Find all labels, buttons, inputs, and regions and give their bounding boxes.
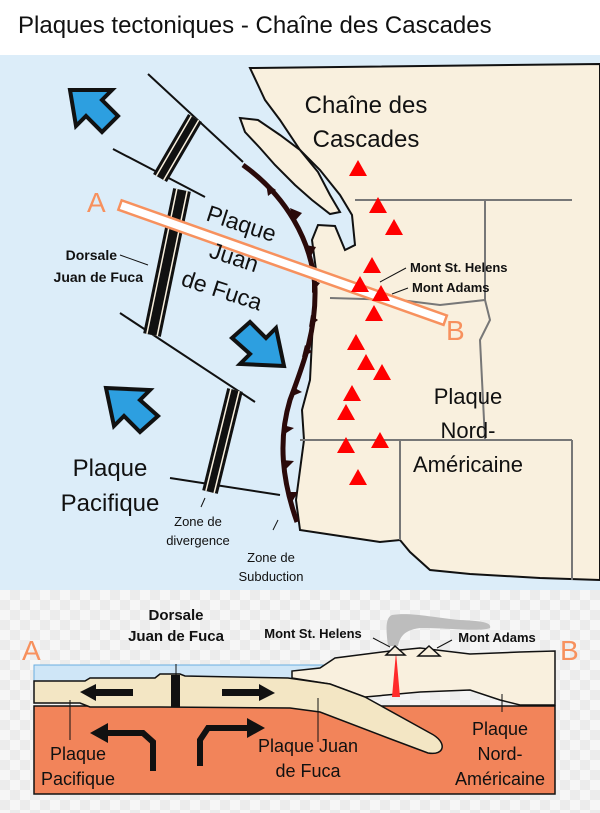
divergence-line2: divergence bbox=[166, 533, 230, 548]
volcano-marker bbox=[372, 285, 390, 301]
section-adams: Mont Adams bbox=[458, 630, 536, 645]
na-plate-line3: Américaine bbox=[413, 452, 523, 477]
adams-label: Mont Adams bbox=[412, 280, 490, 295]
map-point-a: A bbox=[87, 187, 106, 218]
subduction-line2: Subduction bbox=[238, 569, 303, 584]
convection-arrowhead-left bbox=[90, 723, 108, 743]
volcanoes bbox=[337, 160, 403, 485]
vancouver-island bbox=[238, 116, 342, 216]
oceanic-slab bbox=[33, 673, 443, 755]
volcano-marker bbox=[357, 354, 375, 370]
magma-conduit bbox=[392, 652, 400, 697]
mantle bbox=[33, 705, 556, 795]
plate-arrow-left-icon bbox=[80, 684, 133, 701]
volcano-marker bbox=[385, 219, 403, 235]
plate-arrow-right-icon bbox=[222, 684, 275, 701]
section-na-line3: Américaine bbox=[455, 769, 545, 789]
section-st-helens: Mont St. Helens bbox=[264, 626, 362, 641]
diagram-title: Plaques tectoniques - Chaîne des Cascade… bbox=[18, 12, 492, 39]
na-plate-line2: Nord- bbox=[440, 418, 495, 443]
arrow-up-left-icon bbox=[67, 88, 121, 135]
divergence-line1: Zone de bbox=[174, 514, 222, 529]
ridge-segments bbox=[143, 113, 243, 494]
north-america-land bbox=[248, 62, 600, 582]
ridge-label-line1: Dorsale bbox=[66, 247, 118, 263]
plate-motion-arrows bbox=[67, 88, 287, 435]
adams-leader bbox=[391, 287, 409, 295]
adams-volcano bbox=[416, 644, 442, 657]
title-bar bbox=[0, 0, 600, 55]
volcano-marker bbox=[365, 305, 383, 321]
section-ridge-line1: Dorsale bbox=[148, 607, 203, 624]
section-point-b: B bbox=[560, 635, 579, 666]
map-point-b: B bbox=[446, 315, 465, 346]
map-view: A B Chaîne des Cascades Plaque Juan de F… bbox=[0, 55, 600, 590]
volcano-marker bbox=[337, 404, 355, 420]
pacific-plate-line1: Plaque bbox=[73, 455, 148, 482]
arrow-up-left-icon bbox=[103, 385, 162, 435]
volcano-marker bbox=[349, 469, 367, 485]
trench-teeth bbox=[266, 183, 320, 502]
ridge-axis bbox=[171, 675, 180, 707]
convection-arrowhead-right bbox=[247, 718, 265, 738]
range-label-line2: Cascades bbox=[313, 126, 420, 153]
section-point-a: A bbox=[22, 635, 41, 666]
st-helens-leader bbox=[372, 637, 391, 648]
eruption-plume bbox=[386, 614, 491, 646]
subduction-line1: Zone de bbox=[247, 550, 295, 565]
divergence-leader bbox=[200, 497, 206, 508]
adams-leader bbox=[436, 639, 453, 649]
section-pacific-line2: Pacifique bbox=[41, 769, 115, 789]
na-plate-line1: Plaque bbox=[434, 384, 503, 409]
section-na-line2: Nord- bbox=[477, 744, 522, 764]
cross-section: A B Dorsale Juan de Fuca Mont St. Helens… bbox=[0, 590, 600, 813]
section-na-line1: Plaque bbox=[472, 719, 528, 739]
volcano-marker bbox=[369, 197, 387, 213]
pacific-plate-line2: Pacifique bbox=[61, 490, 160, 517]
section-ridge-line2: Juan de Fuca bbox=[128, 628, 225, 645]
volcano-marker bbox=[337, 437, 355, 453]
convection-arrow-right-icon bbox=[197, 725, 250, 766]
volcano-marker bbox=[373, 364, 391, 380]
st-helens-volcano bbox=[384, 644, 407, 656]
volcano-marker bbox=[363, 257, 381, 273]
volcano-marker bbox=[349, 160, 367, 176]
st-helens-leader bbox=[379, 267, 407, 283]
volcano-marker bbox=[371, 432, 389, 448]
st-helens-label: Mont St. Helens bbox=[410, 260, 508, 275]
ridge-leader bbox=[119, 254, 149, 266]
section-line-ab bbox=[116, 198, 449, 327]
volcano-marker bbox=[343, 385, 361, 401]
range-label-line1: Chaîne des bbox=[305, 92, 428, 119]
arrow-down-right-icon bbox=[228, 319, 287, 369]
continental-crust bbox=[291, 647, 556, 706]
section-jdf-line2: de Fuca bbox=[275, 761, 341, 781]
volcano-marker bbox=[347, 334, 365, 350]
convection-arrow-left-icon bbox=[105, 730, 156, 771]
section-jdf-line1: Plaque Juan bbox=[258, 736, 358, 756]
ridge-label-line2: Juan de Fuca bbox=[54, 269, 144, 285]
section-pacific-line1: Plaque bbox=[50, 744, 106, 764]
subduction-leader bbox=[272, 519, 279, 531]
volcano-marker bbox=[351, 276, 369, 292]
